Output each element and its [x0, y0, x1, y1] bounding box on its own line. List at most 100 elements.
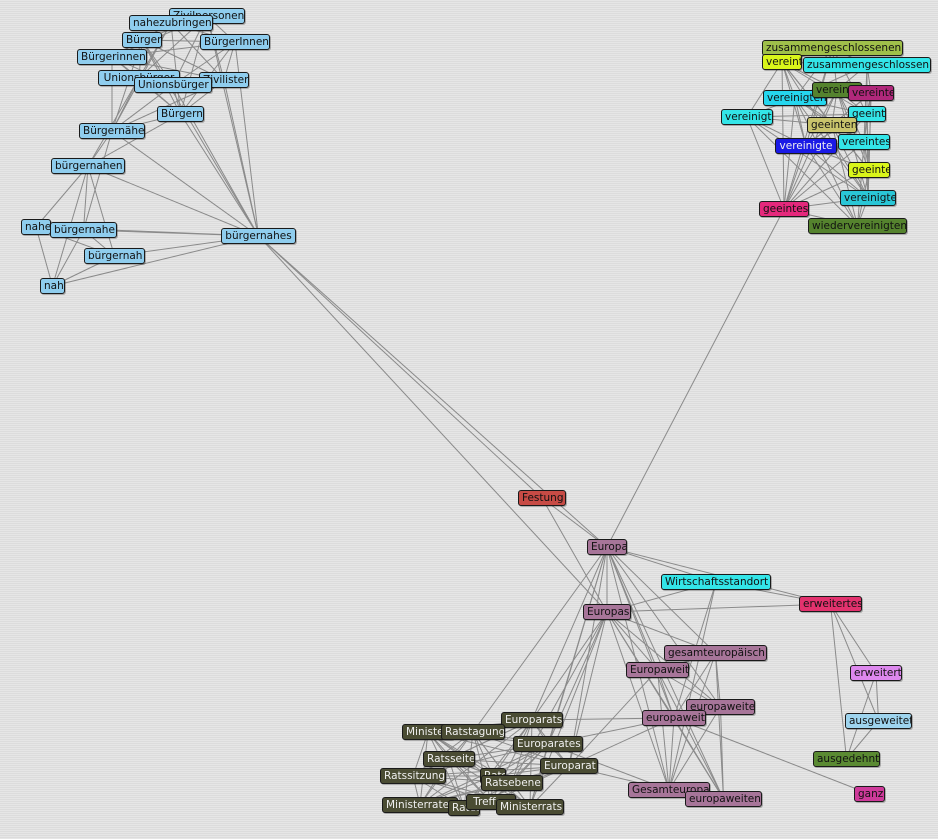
- node-nahe[interactable]: nahe: [21, 219, 51, 235]
- edge-europas-europaweite: [606, 611, 721, 708]
- node-geeinten[interactable]: geeinten: [807, 117, 857, 133]
- edge-europa-gesamteuropaeisch: [606, 546, 716, 654]
- node-wirtschaftsstandort[interactable]: Wirtschaftsstandort: [661, 574, 771, 590]
- edge-buergernaehe-buergernahes: [111, 130, 259, 237]
- edge-zivilisten-buergernahes: [223, 79, 259, 237]
- node-erweitert[interactable]: erweitert: [850, 665, 902, 681]
- node-buergernaehe[interactable]: Bürgernähe: [79, 123, 145, 139]
- node-buerger[interactable]: Bürger: [122, 32, 162, 48]
- edge-buergernahe-nah: [52, 229, 84, 287]
- edge-europas-europaweit: [606, 611, 658, 671]
- edge-europaweit2-gesamteuropa: [668, 717, 675, 791]
- node-buergernahes[interactable]: bürgernahes: [221, 228, 296, 244]
- edge-europas-ministerrats: [529, 611, 608, 808]
- edge-geeintes-europa: [606, 208, 785, 548]
- edge-buergern-buergernahes: [180, 113, 259, 237]
- edge-buergernahen-nahe: [35, 165, 89, 228]
- node-ratssitzung[interactable]: Ratssitzung: [380, 768, 446, 784]
- node-europarat[interactable]: Europarat: [540, 758, 598, 774]
- edge-zusammengeschlossenen-vereinigten: [794, 47, 833, 99]
- edge-geeint-vereinigte: [866, 113, 869, 199]
- edge-vereint-vereinigt: [746, 61, 783, 118]
- edge-vereintes-wiedervereinigten: [857, 141, 865, 227]
- node-zusammengeschlossenen[interactable]: zusammengeschlossenen: [762, 40, 903, 56]
- node-vereint[interactable]: vereint: [762, 54, 802, 70]
- node-ausgeweitet[interactable]: ausgeweitet: [845, 713, 912, 729]
- edge-ratsseite-rates: [448, 758, 465, 809]
- node-europarats[interactable]: Europarats: [501, 712, 563, 728]
- edge-europa-europarats: [531, 546, 608, 721]
- node-europaweiten[interactable]: europaweiten: [685, 791, 762, 807]
- edge-vereinigte2-geeintes: [783, 145, 807, 210]
- edge-europaweit2-ganz: [673, 717, 870, 795]
- node-vereinigte[interactable]: vereinigte: [840, 190, 896, 206]
- edge-europaweit-europarat: [568, 669, 658, 767]
- edge-vereinigt-geeintes: [746, 116, 785, 210]
- edge-europa-europarat: [568, 546, 608, 767]
- node-ministerrats[interactable]: Ministerrats: [496, 799, 564, 815]
- node-erweitertes[interactable]: erweitertes: [799, 596, 862, 612]
- node-vereinte2[interactable]: vereinte: [848, 85, 894, 101]
- node-geeinte[interactable]: geeinte: [848, 162, 890, 178]
- edge-europa-ratstagung: [472, 546, 608, 733]
- node-nah[interactable]: nah: [40, 278, 65, 294]
- edge-buergernahes-europas: [258, 235, 608, 613]
- node-buergerinnen[interactable]: Bürgerinnen: [77, 49, 147, 65]
- edge-buergernahen-buergernah: [87, 165, 115, 257]
- edge-europas-ratsebene: [511, 611, 608, 784]
- node-wiedervereinigten[interactable]: wiedervereinigten: [808, 218, 907, 234]
- node-nahezubringen[interactable]: nahezubringen: [129, 15, 213, 31]
- node-buergernahe[interactable]: bürgernahe: [50, 222, 117, 238]
- edge-wirtschaftsstandort-gesamteuropa: [668, 581, 717, 791]
- edge-vereinigte2-wiedervereinigten: [805, 145, 858, 227]
- edge-europarats-ministerrates: [419, 719, 533, 806]
- edge-nahe-nah: [35, 226, 53, 287]
- node-vereintes[interactable]: vereintes: [838, 134, 890, 150]
- node-buergern[interactable]: Bürgern: [157, 106, 204, 122]
- edge-buergernaehe-buergernahe: [83, 130, 113, 231]
- edge-europaweit2-europaweiten: [673, 717, 724, 800]
- node-europarates[interactable]: Europarates: [513, 736, 583, 752]
- node-buergernahen[interactable]: bürgernahen: [51, 158, 125, 174]
- edge-erweitertes-erweitert: [830, 603, 877, 674]
- node-ratsseite[interactable]: Ratsseite: [423, 751, 475, 767]
- edge-europas-gesamteuropa: [606, 611, 670, 791]
- node-ministerrates[interactable]: Ministerrates: [382, 797, 458, 813]
- edge-europa-europaweit2: [606, 546, 675, 719]
- edge-buergernahen-buergernahe: [83, 165, 89, 231]
- node-buergernah[interactable]: bürgernah: [84, 248, 145, 264]
- node-unionsbuerger2[interactable]: Unionsbürger: [134, 77, 212, 93]
- node-zusammengeschlossen[interactable]: zusammengeschlossen: [803, 57, 931, 73]
- edge-gesamteuropaeisch-europaweiten: [715, 652, 724, 800]
- node-ratsebene[interactable]: Ratsebene: [481, 775, 543, 791]
- edge-erweitertes-europas: [606, 603, 831, 613]
- edge-vereinigt-wiedervereinigten: [746, 116, 858, 227]
- edge-buergernahes-festung: [258, 235, 543, 499]
- node-europaweit2[interactable]: europaweit: [642, 710, 706, 726]
- node-vereinigten[interactable]: vereinigten: [763, 90, 827, 106]
- node-ausgedehnt[interactable]: ausgedehnt: [813, 751, 880, 767]
- node-europa[interactable]: Europa: [587, 539, 627, 555]
- node-vereinigt[interactable]: vereinigt: [721, 109, 773, 125]
- node-festung[interactable]: Festung: [518, 490, 566, 506]
- edge-gesamteuropaeisch-europaweit2: [673, 652, 716, 719]
- edge-europas-europarats: [531, 611, 608, 721]
- node-europaweit[interactable]: Europaweit: [626, 662, 689, 678]
- node-europaweite[interactable]: europaweite: [686, 699, 755, 715]
- node-ganz[interactable]: ganz: [854, 786, 885, 802]
- edge-festung-europas: [541, 497, 608, 613]
- node-buergerInnen[interactable]: BürgerInnen: [200, 34, 270, 50]
- node-vereinigte2[interactable]: vereinigte: [775, 138, 837, 154]
- node-europas[interactable]: Europas: [583, 604, 631, 620]
- edge-festung-europa: [541, 497, 608, 548]
- node-ratstagung[interactable]: Ratstagung: [441, 724, 505, 740]
- edge-nahezubringen-buergern: [170, 22, 181, 115]
- node-geeintes[interactable]: geeintes: [759, 201, 809, 217]
- edge-europaweit-gesamteuropa: [657, 669, 670, 791]
- node-geeint[interactable]: geeint: [848, 106, 886, 122]
- node-gesamteuropaeisch[interactable]: gesamteuropäisch: [664, 645, 767, 661]
- edge-buergern-buergernahen: [87, 113, 181, 167]
- edge-vereinigte2-vereinigte: [805, 145, 869, 199]
- edge-erweitertes-ausgedehnt: [830, 603, 847, 760]
